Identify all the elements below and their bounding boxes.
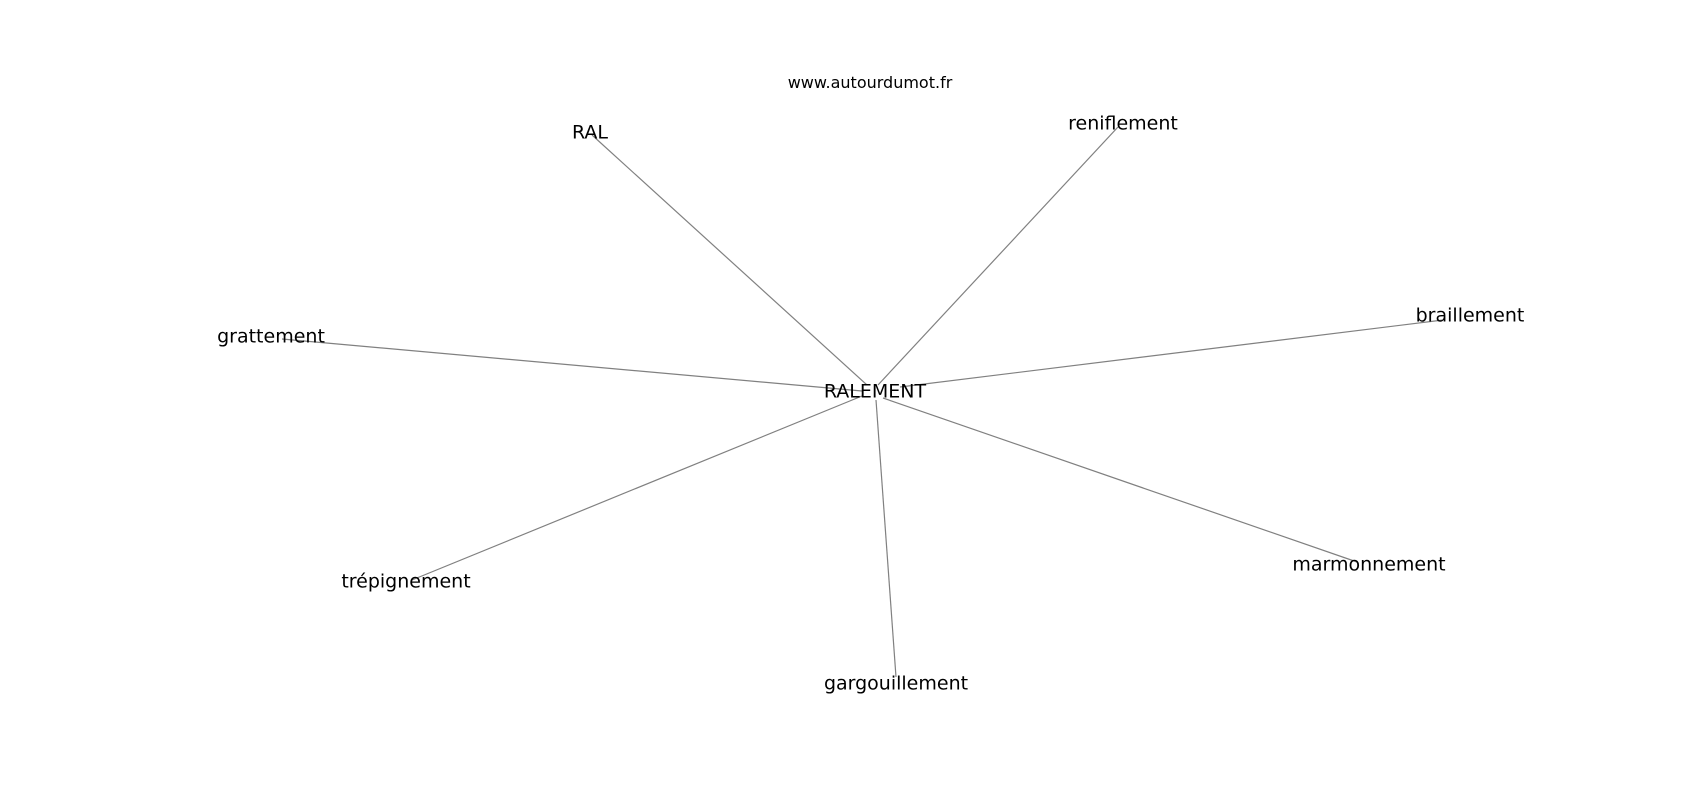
edge-center-reniflement: [877, 126, 1119, 386]
node-center-ralement[interactable]: RALEMENT: [824, 381, 927, 403]
edge-center-marmonnement: [882, 397, 1358, 563]
edge-center-braillement: [899, 319, 1444, 388]
edge-center-trepignement: [411, 395, 863, 581]
site-watermark: www.autourdumot.fr: [788, 73, 953, 92]
nodes-layer: RALEMENT RAL reniflement braillement grattem…: [217, 113, 1524, 695]
node-grattement[interactable]: grattement: [217, 326, 325, 348]
node-trepignement[interactable]: trépignement: [341, 571, 470, 593]
node-gargouillement[interactable]: gargouillement: [824, 673, 968, 695]
node-ral[interactable]: RAL: [572, 122, 608, 144]
edge-center-grattement: [281, 338, 863, 392]
node-marmonnement[interactable]: marmonnement: [1292, 554, 1445, 576]
node-reniflement[interactable]: reniflement: [1068, 113, 1178, 135]
edges-layer: [281, 126, 1444, 678]
edge-center-gargouillement: [875, 399, 897, 678]
node-braillement[interactable]: braillement: [1416, 305, 1525, 327]
edge-center-ral: [591, 134, 868, 386]
